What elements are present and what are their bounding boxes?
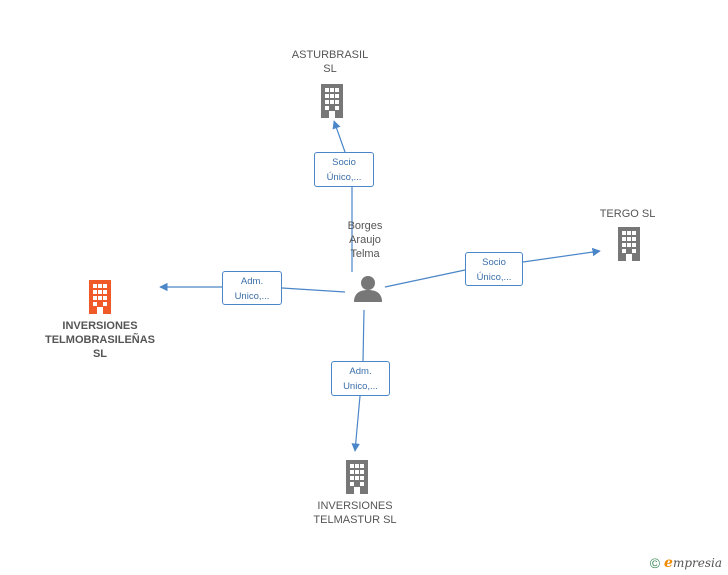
node-label-tergo: TERGO SL	[599, 208, 656, 220]
edge-line-tergo	[384, 251, 600, 288]
node-label-telmobrasilenas: INVERSIONES TELMOBRASILEÑAS SL	[45, 320, 155, 360]
building-icon[interactable]	[342, 460, 372, 499]
building-icon[interactable]	[614, 227, 644, 266]
edge-label-telmobrasilenas[interactable]: Adm. Unico,...	[222, 271, 282, 305]
center-person-name: Borges Araujo Telma	[347, 220, 383, 260]
building-icon[interactable]	[317, 84, 347, 123]
person-icon[interactable]	[353, 274, 383, 307]
edge-label-tergo[interactable]: Socio Único,...	[465, 252, 523, 286]
edge-line-telmastur	[355, 309, 365, 451]
edge-label-telmastur[interactable]: Adm. Unico,...	[331, 361, 390, 396]
building-icon[interactable]	[85, 280, 115, 319]
edge-line-telmobrasilenas	[160, 287, 346, 292]
edge-line-asturbrasil	[334, 121, 353, 272]
copyright-footer: © empresia	[650, 555, 722, 571]
empresia-logo[interactable]: empresia	[664, 555, 722, 571]
edge-label-asturbrasil[interactable]: Socio Único,...	[314, 152, 374, 187]
node-label-telmastur: INVERSIONES TELMASTUR SL	[313, 500, 397, 526]
copyright-icon: ©	[649, 555, 661, 571]
node-label-asturbrasil: ASTURBRASIL SL	[291, 49, 369, 75]
